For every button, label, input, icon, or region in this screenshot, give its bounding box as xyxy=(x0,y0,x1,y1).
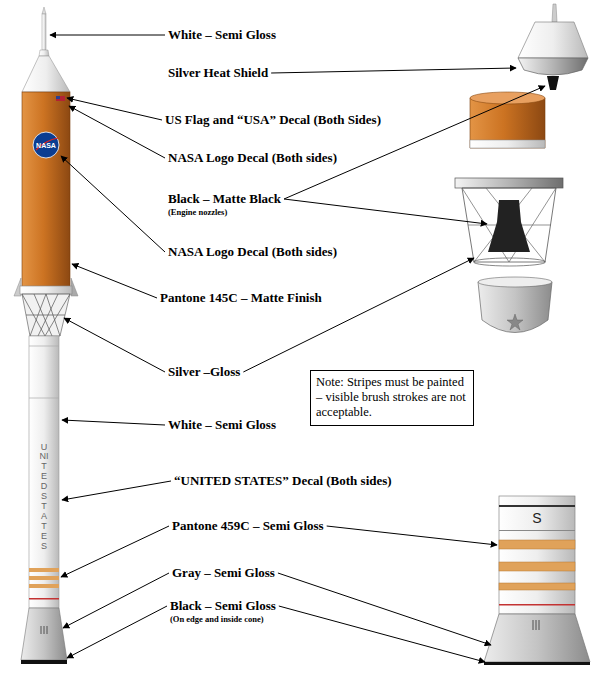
first-stage-nozzle xyxy=(21,608,67,664)
first-stage-body-part xyxy=(29,568,59,572)
first-stage-detail-part xyxy=(484,662,590,665)
first-stage-body-part xyxy=(29,336,59,608)
first-stage-detail-part xyxy=(499,530,575,531)
interstage-lattice xyxy=(22,294,70,336)
callout-note: (Engine nozzles) xyxy=(168,208,227,218)
upper-stage-body-part xyxy=(56,96,65,101)
leader-line xyxy=(284,199,487,224)
first-stage-nozzle-part xyxy=(21,660,67,664)
leader-line xyxy=(63,573,169,628)
launch-escape-tower xyxy=(39,7,49,56)
upper-stage-body-part xyxy=(36,138,58,150)
paint-callout: Silver Heat Shield xyxy=(168,66,268,81)
first-stage-detail-part xyxy=(484,614,590,662)
upper-stage-body-part xyxy=(22,92,70,288)
leader-line xyxy=(61,526,169,577)
paint-callout: Silver –Gloss xyxy=(168,365,240,380)
decal-callout: “UNITED STATES” Decal (Both sides) xyxy=(174,474,392,489)
note-box: Note: Stripes must be painted – visible … xyxy=(310,370,474,426)
first-stage-detail-part xyxy=(499,505,575,507)
decal-text: S xyxy=(532,510,541,526)
first-stage-detail-part xyxy=(499,604,575,606)
interstage-detail-part xyxy=(474,258,546,266)
first-stage-detail-part xyxy=(499,562,575,571)
interstage-detail-part xyxy=(462,188,556,262)
paint-callout: Pantone 145C – Matte Finish xyxy=(160,291,322,306)
engine-skirt-detail-part xyxy=(478,277,552,287)
leader-line xyxy=(69,106,165,158)
first-stage-body-part xyxy=(29,598,59,600)
leader-line xyxy=(62,481,171,500)
leader-line xyxy=(284,86,545,199)
leader-line xyxy=(67,98,162,120)
launch-escape-tower-part xyxy=(42,7,46,14)
paint-callout: Black – Semi Gloss xyxy=(170,599,276,614)
interstage-lattice-part xyxy=(22,294,70,336)
leader-line xyxy=(61,156,165,252)
capsule-fairing xyxy=(22,56,70,92)
capsule-detail-part xyxy=(470,98,545,148)
capsule-detail-part xyxy=(518,58,588,75)
first-stage-detail-part xyxy=(533,620,539,630)
callout-note: (On edge and inside cone) xyxy=(170,615,264,625)
first-stage-nozzle-part xyxy=(21,608,67,660)
first-stage-detail-part xyxy=(499,496,575,614)
paint-callout: Gray – Semi Gloss xyxy=(172,566,275,581)
engine-skirt-detail-part xyxy=(478,282,552,333)
interstage-lattice-part xyxy=(22,294,70,336)
launch-escape-tower-part xyxy=(42,14,46,50)
engine-skirt-detail-part xyxy=(507,314,523,330)
paint-callout: White – Semi Gloss xyxy=(168,418,276,433)
decal-callout: NASA Logo Decal (Both sides) xyxy=(168,151,337,166)
capsule-detail-part xyxy=(547,76,559,90)
paint-callout: White – Semi Gloss xyxy=(168,28,276,43)
paint-callout: Black – Matte Black xyxy=(168,192,281,207)
leader-line xyxy=(62,420,165,425)
leader-line xyxy=(64,318,165,372)
decal-text: UNITED STATES xyxy=(40,443,49,552)
leader-line xyxy=(67,606,167,658)
decal-callout: US Flag and “USA” Decal (Both Sides) xyxy=(165,113,381,128)
launch-escape-tower-part xyxy=(39,50,49,56)
leader-line xyxy=(327,526,497,545)
logo-text: NASA xyxy=(36,142,56,149)
leader-line xyxy=(243,258,474,372)
upper-stage-body-part xyxy=(20,286,72,294)
first-stage-detail-part xyxy=(499,583,575,590)
capsule-detail-part xyxy=(518,22,588,58)
engine-skirt-detail xyxy=(478,277,552,333)
interstage-detail-part xyxy=(488,200,530,252)
upper-stage-body xyxy=(14,92,78,296)
leader-line xyxy=(72,264,157,298)
interstage-detail-part xyxy=(462,188,556,262)
leader-line xyxy=(279,606,485,662)
upper-stage-body-part xyxy=(33,132,59,158)
leader-line xyxy=(271,68,516,73)
leader-line xyxy=(50,35,165,36)
first-stage-detail-part xyxy=(499,540,575,549)
upper-stage-body-part xyxy=(56,96,60,99)
first-stage-nozzle-part xyxy=(41,626,47,634)
note-text: Note: Stripes must be painted – visible … xyxy=(316,375,468,420)
decal-callout: NASA Logo Decal (Both sides) xyxy=(168,245,337,260)
first-stage-body-part xyxy=(29,584,59,588)
first-stage-body xyxy=(29,336,59,608)
capsule-fairing-part xyxy=(22,56,70,92)
first-stage-detail xyxy=(484,496,590,665)
first-stage-body-part xyxy=(29,576,59,580)
first-stage-body-part xyxy=(29,346,59,398)
capsule-detail-part xyxy=(470,140,545,148)
capsule-detail-part xyxy=(552,4,557,22)
paint-callout: Pantone 459C – Semi Gloss xyxy=(172,519,324,534)
interstage-detail-part xyxy=(455,178,563,188)
capsule-detail xyxy=(470,4,588,148)
